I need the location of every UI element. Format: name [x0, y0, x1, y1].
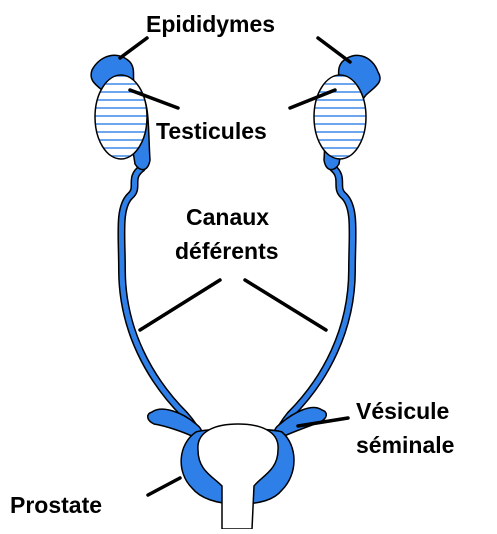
left-testicle [95, 75, 147, 159]
label-vesicule-line1: Vésicule [356, 400, 449, 423]
right-testicle [314, 75, 366, 159]
label-epididymes: Epididymes [146, 13, 275, 36]
label-canaux-line1: Canaux [186, 206, 269, 229]
pointer-canaux-left [140, 280, 220, 330]
pointer-canaux-right [245, 280, 326, 330]
label-canaux-line2: déférents [175, 240, 279, 263]
label-vesicule-line2: séminale [356, 434, 454, 457]
label-prostate: Prostate [10, 494, 102, 517]
label-testicules: Testicules [156, 120, 267, 143]
pointer-prostate [148, 478, 180, 495]
pointer-epididymes-left [120, 38, 147, 58]
pointer-epididymes-right [318, 38, 350, 62]
